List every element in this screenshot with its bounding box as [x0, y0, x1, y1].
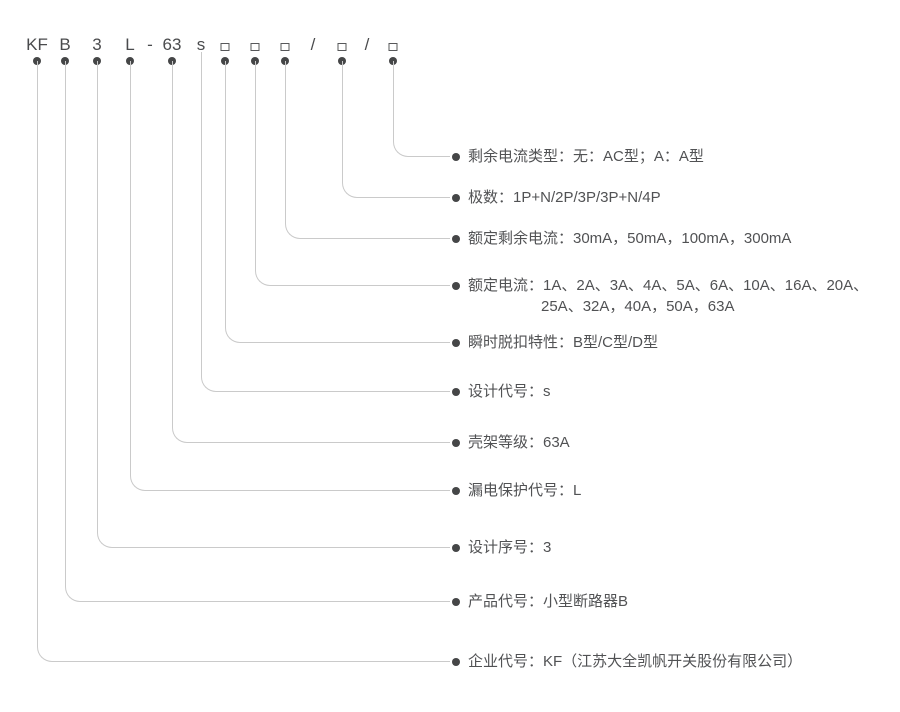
connector-line [393, 61, 450, 157]
model-symbol-dash: - [147, 35, 153, 54]
model-symbol-l: L [125, 35, 135, 54]
model-symbol-kf: KF [26, 35, 48, 54]
label-rated-current: 额定电流：1A、2A、3A、4A、5A、6A、10A、16A、20A、 25A、… [468, 276, 868, 317]
connector-line [285, 61, 450, 239]
model-symbol-3: 3 [92, 35, 102, 54]
connector-line [201, 52, 450, 392]
label-rated-current-line1: 额定电流：1A、2A、3A、4A、5A、6A、10A、16A、20A、 [468, 277, 869, 294]
placeholder-box-icon [250, 43, 260, 51]
connector-line [342, 61, 450, 198]
connector-line [225, 61, 450, 343]
label-rated-residual-current: 额定剩余电流：30mA，50mA，100mA，300mA [468, 230, 792, 247]
model-symbol-slash: / [364, 35, 370, 54]
placeholder-box-icon [337, 43, 347, 51]
label-bullet [452, 598, 460, 606]
label-design-serial: 设计序号：3 [468, 539, 552, 556]
connector-line [37, 61, 450, 662]
label-bullet [452, 487, 460, 495]
connector-line [130, 61, 450, 491]
label-rated-current-line2: 25A、32A，40A，50A，63A [541, 298, 735, 315]
label-design-code: 设计代号：s [468, 383, 551, 400]
label-instant-trip-type: 瞬时脱扣特性：B型/C型/D型 [468, 334, 659, 351]
connector-line [65, 61, 450, 602]
label-bullet [452, 658, 460, 666]
label-product-code: 产品代号：小型断路器B [468, 593, 629, 610]
label-enterprise-code: 企业代号：KF（江苏大全凯帆开关股份有限公司） [468, 653, 803, 670]
label-bullet [452, 153, 460, 161]
model-symbol-slash: / [310, 35, 316, 54]
label-bullet [452, 282, 460, 290]
model-symbol-s: s [196, 35, 206, 54]
label-bullet [452, 194, 460, 202]
label-bullet [452, 439, 460, 447]
label-poles: 极数：1P+N/2P/3P/3P+N/4P [468, 189, 661, 206]
model-symbol-63: 63 [162, 35, 182, 54]
label-bullet [452, 339, 460, 347]
connector-line [255, 61, 450, 286]
label-residual-current-type: 剩余电流类型：无：AC型；A：A型 [468, 148, 704, 165]
placeholder-box-icon [388, 43, 398, 51]
label-bullet [452, 544, 460, 552]
label-bullet [452, 388, 460, 396]
placeholder-box-icon [280, 43, 290, 51]
label-frame-rating: 壳架等级：63A [468, 434, 570, 451]
connector-line [97, 61, 450, 548]
label-leakage-protection-code: 漏电保护代号：L [468, 482, 582, 499]
model-symbol-b: B [59, 35, 71, 54]
connector-line [172, 61, 450, 443]
placeholder-box-icon [220, 43, 230, 51]
label-bullet [452, 235, 460, 243]
